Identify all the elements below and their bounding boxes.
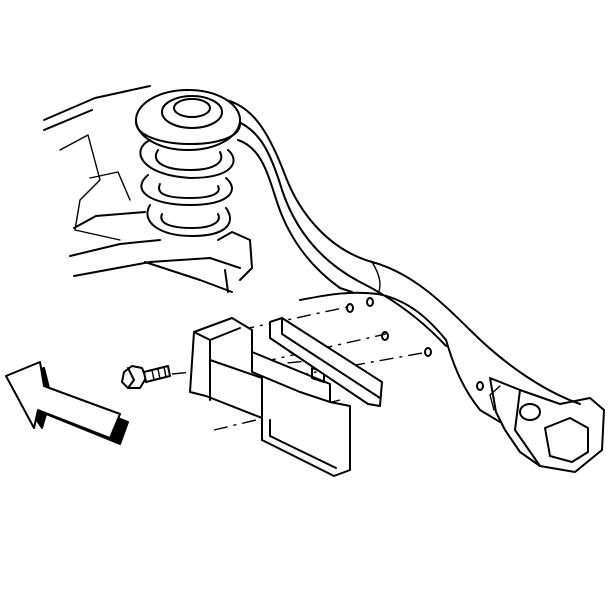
frame-hole: [476, 381, 484, 391]
frame-rail: [213, 97, 605, 473]
frame-hole: [366, 297, 374, 307]
frame-hole: [346, 303, 354, 313]
rail-end-hole: [519, 403, 541, 421]
coil-spring: [135, 89, 241, 237]
frame-hole: [381, 331, 389, 341]
arrow-pointing-front: [5, 361, 129, 445]
crossmember: [43, 85, 253, 293]
mounting-bracket: [189, 317, 351, 477]
bolt: [121, 365, 171, 389]
spacer-shim: [269, 317, 383, 407]
